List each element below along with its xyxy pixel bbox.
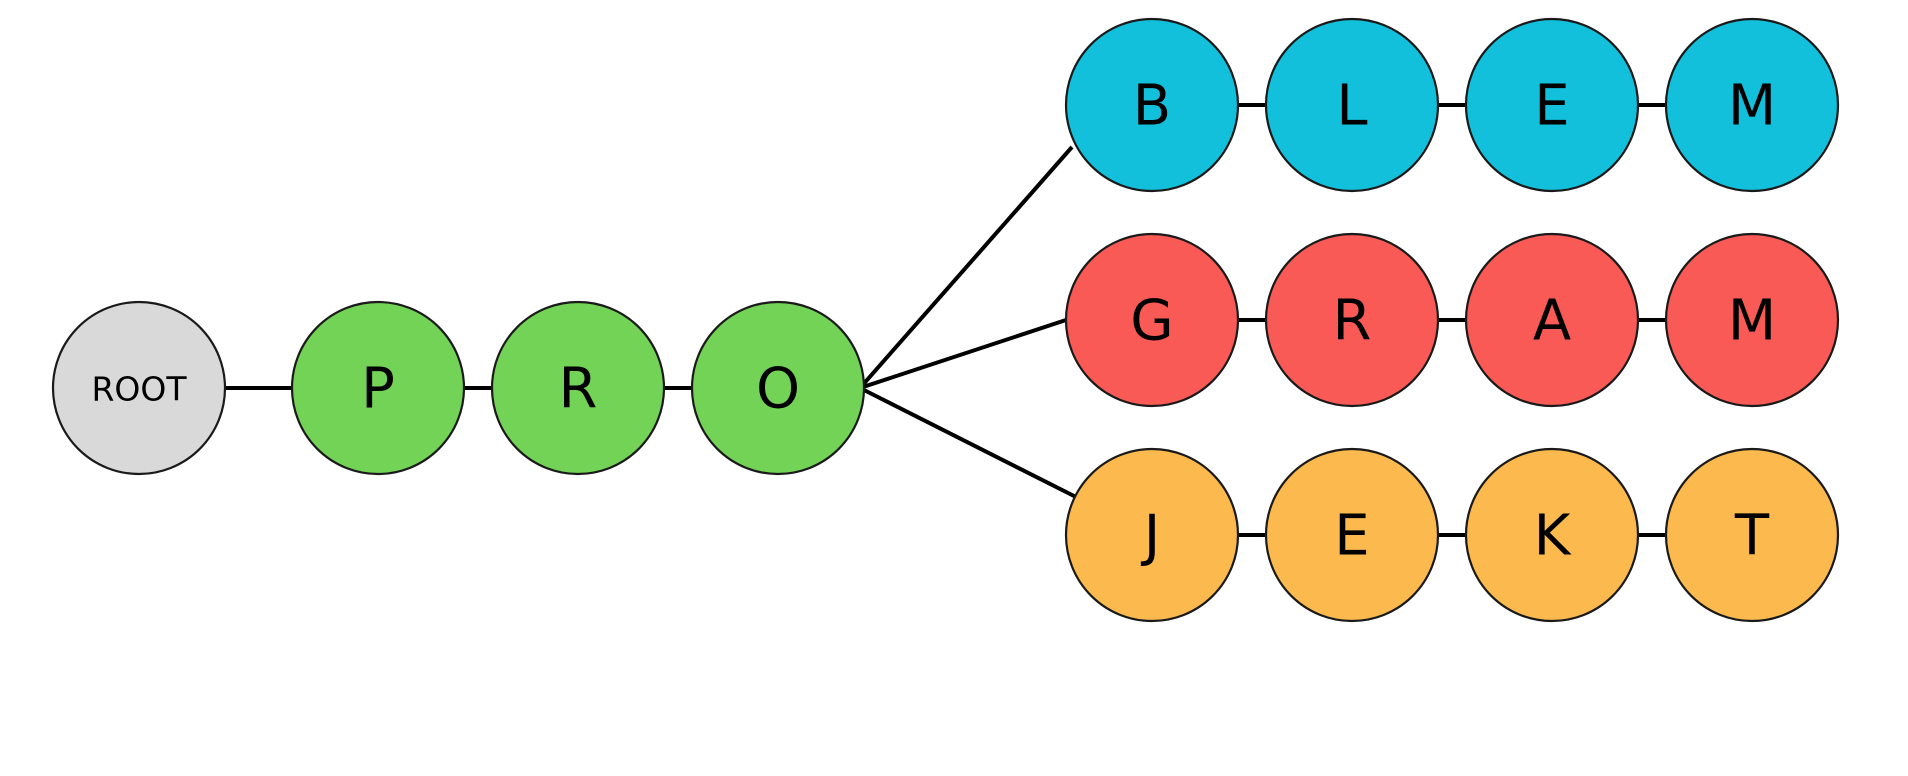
edge-o-j <box>859 386 1079 500</box>
node-label-g: G <box>1130 289 1173 354</box>
node-circle-l[interactable] <box>1264 17 1440 193</box>
node-label-p: P <box>361 357 395 422</box>
node-l[interactable]: L <box>1264 17 1440 193</box>
node-circle-r[interactable] <box>490 300 666 476</box>
node-label-b: B <box>1133 74 1171 139</box>
node-circle-t[interactable] <box>1664 447 1840 623</box>
node-label-e1: E <box>1534 74 1569 139</box>
node-circle-e1[interactable] <box>1464 17 1640 193</box>
node-circle-k[interactable] <box>1464 447 1640 623</box>
node-p[interactable]: P <box>290 300 466 476</box>
edge-o-b <box>858 145 1074 390</box>
node-circle-e2[interactable] <box>1264 447 1440 623</box>
node-e1[interactable]: E <box>1464 17 1640 193</box>
node-circle-root[interactable] <box>51 300 227 476</box>
node-circle-m1[interactable] <box>1664 17 1840 193</box>
node-o[interactable]: O <box>690 300 866 476</box>
node-a[interactable]: A <box>1464 232 1640 408</box>
node-label-a: A <box>1533 289 1571 354</box>
node-label-j: J <box>1141 504 1161 569</box>
node-g[interactable]: G <box>1064 232 1240 408</box>
node-label-t: T <box>1734 504 1770 569</box>
node-r[interactable]: R <box>490 300 666 476</box>
node-k[interactable]: K <box>1464 447 1640 623</box>
node-circle-m2[interactable] <box>1664 232 1840 408</box>
node-circle-j[interactable] <box>1064 447 1240 623</box>
node-circle-o[interactable] <box>690 300 866 476</box>
edge-o-g <box>859 318 1067 390</box>
nodes-layer: ROOT P R O B L E M G R A M J E K T <box>51 17 1840 623</box>
node-m1[interactable]: M <box>1664 17 1840 193</box>
node-label-root: ROOT <box>91 370 187 409</box>
node-circle-p[interactable] <box>290 300 466 476</box>
node-label-m2: M <box>1728 289 1776 354</box>
node-j[interactable]: J <box>1064 447 1240 623</box>
node-label-m1: M <box>1728 74 1776 139</box>
edges-layer <box>225 103 1666 537</box>
node-label-o: O <box>756 357 800 422</box>
node-m2[interactable]: M <box>1664 232 1840 408</box>
node-root[interactable]: ROOT <box>51 300 227 476</box>
node-circle-g[interactable] <box>1064 232 1240 408</box>
node-label-l: L <box>1336 74 1367 139</box>
node-label-k: K <box>1534 504 1572 569</box>
node-b[interactable]: B <box>1064 17 1240 193</box>
node-label-e2: E <box>1334 504 1369 569</box>
node-r2[interactable]: R <box>1264 232 1440 408</box>
node-circle-r2[interactable] <box>1264 232 1440 408</box>
node-circle-a[interactable] <box>1464 232 1640 408</box>
node-label-r2: R <box>1333 289 1372 354</box>
node-e2[interactable]: E <box>1264 447 1440 623</box>
node-t[interactable]: T <box>1664 447 1840 623</box>
node-label-r: R <box>559 357 598 422</box>
node-circle-b[interactable] <box>1064 17 1240 193</box>
